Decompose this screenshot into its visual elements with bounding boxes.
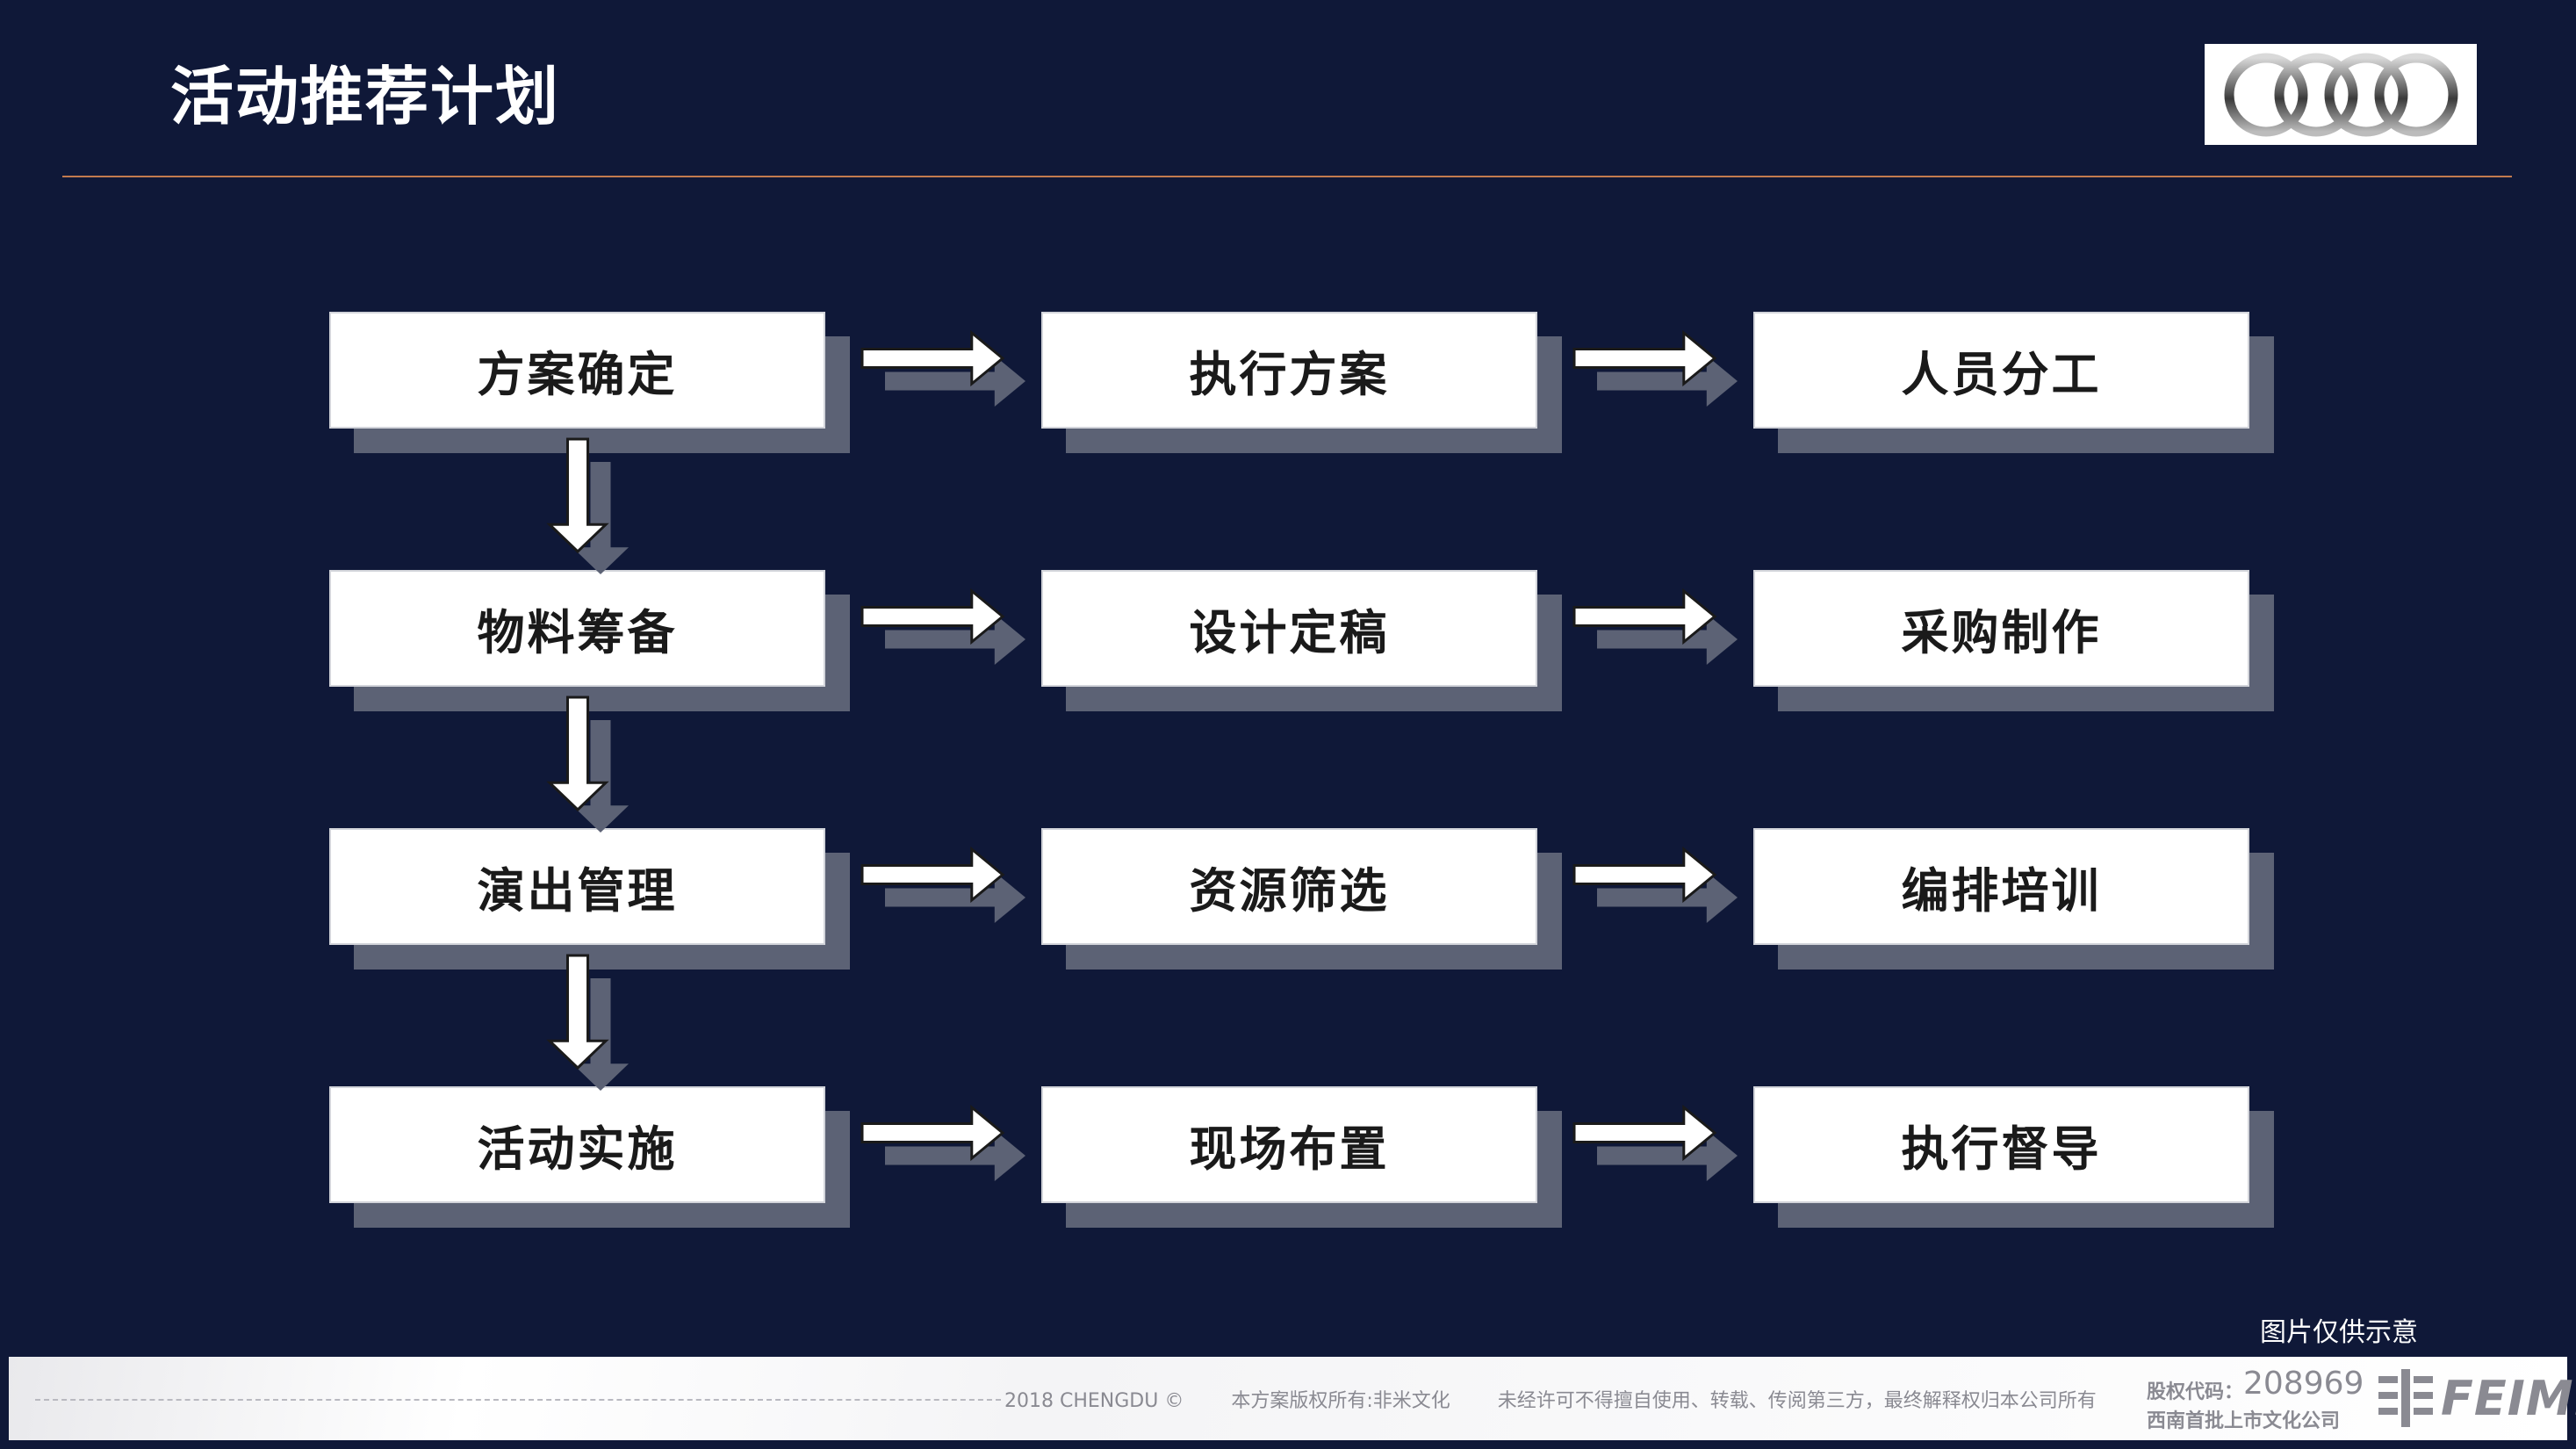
step-box: 现场布置 <box>1041 1086 1537 1203</box>
arrow-shadow <box>1597 356 1738 407</box>
footer-dashed-line <box>35 1399 1001 1401</box>
step-box: 物料筹备 <box>329 570 825 687</box>
footer-legal-text: 2018 CHENGDU © 本方案版权所有:非米文化 未经许可不得擅自使用、转… <box>1004 1385 2097 1413</box>
image-caption: 图片仅供示意 <box>2260 1317 2418 1348</box>
stock-subtitle: 西南首批上市文化公司 <box>2147 1410 2341 1432</box>
arrow-right-icon <box>860 329 1005 387</box>
step-box: 编排培训 <box>1753 828 2249 945</box>
arrow-shadow <box>885 872 1025 923</box>
audi-rings-icon <box>2205 44 2477 145</box>
arrow-down-icon <box>545 696 609 812</box>
footer-rights: 本方案版权所有:非米文化 <box>1231 1390 1450 1412</box>
title-divider <box>62 176 2512 177</box>
audi-rings-graphic <box>2224 53 2458 137</box>
step-box: 执行督导 <box>1753 1086 2249 1203</box>
arrow-shadow <box>572 462 629 574</box>
arrow-right-icon <box>1572 846 1717 904</box>
footer-notice: 未经许可不得擅自使用、转载、传阅第三方，最终解释权归本公司所有 <box>1497 1390 2097 1412</box>
footer-bar: 2018 CHENGDU © 本方案版权所有:非米文化 未经许可不得擅自使用、转… <box>9 1357 2576 1440</box>
arrow-shadow <box>572 720 629 833</box>
step-box: 执行方案 <box>1041 312 1537 429</box>
stock-label: 股权代码： <box>2147 1381 2244 1403</box>
arrow-right-icon <box>860 1104 1005 1162</box>
page-title: 活动推荐计划 <box>170 60 561 133</box>
arrow-shadow <box>885 356 1025 407</box>
step-box: 人员分工 <box>1753 312 2249 429</box>
step-box: 资源筛选 <box>1041 828 1537 945</box>
footer-copyright: 2018 CHENGDU © <box>1004 1390 1184 1412</box>
arrow-shadow <box>1597 614 1738 665</box>
feimi-logo-icon <box>2378 1369 2433 1427</box>
step-box: 演出管理 <box>329 828 825 945</box>
arrow-down-icon <box>545 437 609 554</box>
arrow-shadow <box>1597 872 1738 923</box>
arrow-down-icon <box>545 954 609 1071</box>
arrow-right-icon <box>1572 329 1717 387</box>
stock-code: 208969 <box>2243 1366 2364 1402</box>
arrow-right-icon <box>860 588 1005 645</box>
arrow-shadow <box>572 978 629 1091</box>
arrow-shadow <box>885 1130 1025 1181</box>
feimi-brand: FEIMi <box>2441 1371 2576 1426</box>
arrow-shadow <box>1597 1130 1738 1181</box>
step-box: 方案确定 <box>329 312 825 429</box>
step-box: 活动实施 <box>329 1086 825 1203</box>
arrow-right-icon <box>1572 588 1717 645</box>
step-box: 采购制作 <box>1753 570 2249 687</box>
arrow-shadow <box>885 614 1025 665</box>
step-box: 设计定稿 <box>1041 570 1537 687</box>
arrow-right-icon <box>860 846 1005 904</box>
arrow-right-icon <box>1572 1104 1717 1162</box>
